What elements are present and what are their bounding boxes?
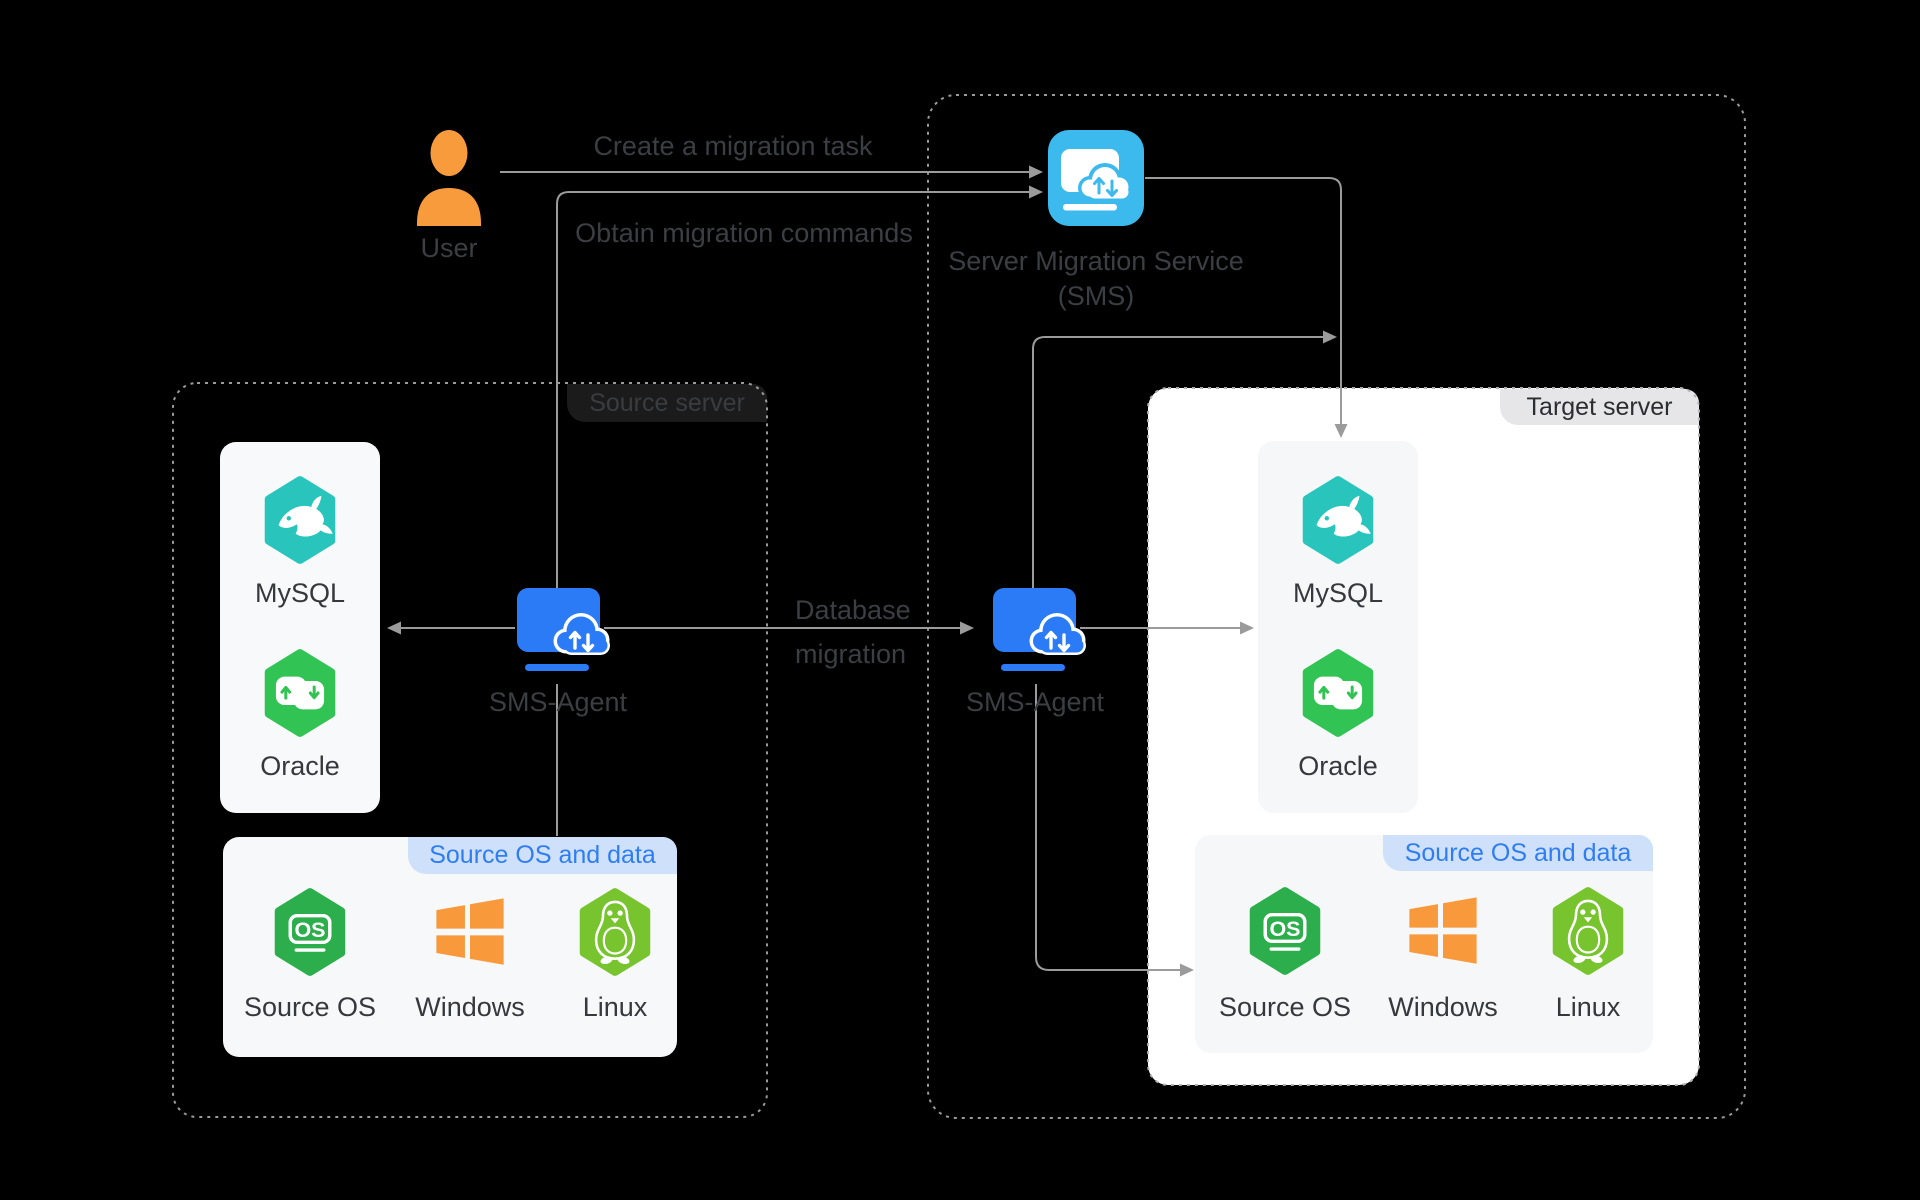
- source-linux-label: Linux: [582, 992, 648, 1022]
- sms-service-label: Server Migration Service (SMS): [896, 244, 1296, 314]
- source-sms-agent-icon: [514, 586, 618, 682]
- target-mysql-icon: [1295, 472, 1381, 568]
- target-linux-label: Linux: [1555, 992, 1621, 1022]
- database-migration-line1: Database: [795, 595, 911, 625]
- source-oracle-icon: [257, 645, 343, 741]
- user-label: User: [420, 233, 478, 263]
- sms-service-label-line2: (SMS): [1057, 281, 1135, 311]
- target-linux-icon: [1545, 883, 1631, 979]
- target-server-tag: Target server: [1500, 389, 1699, 425]
- database-migration-label: Database migration: [795, 588, 1015, 676]
- source-os-label: Source OS: [243, 992, 377, 1022]
- target-sms-agent-label: SMS-Agent: [965, 687, 1105, 717]
- source-mysql-label: MySQL: [254, 578, 346, 608]
- create-task-label: Create a migration task: [593, 131, 873, 161]
- source-sms-agent-label: SMS-Agent: [488, 687, 628, 717]
- arrow-agent-to-source-db: [387, 621, 515, 635]
- target-oracle-icon: [1295, 645, 1381, 741]
- target-windows-icon: [1401, 889, 1485, 973]
- target-os-data-tag-label: Source OS and data: [1404, 838, 1632, 867]
- target-os-data-tag: Source OS and data: [1383, 835, 1653, 871]
- source-linux-icon: [572, 884, 658, 980]
- target-windows-label: Windows: [1388, 992, 1498, 1022]
- target-os-icon: [1242, 883, 1328, 979]
- sms-service-icon: [1048, 130, 1144, 226]
- source-windows-icon: [428, 890, 512, 974]
- source-os-icon: [267, 884, 353, 980]
- source-mysql-icon: [257, 472, 343, 568]
- database-migration-line2: migration: [795, 639, 907, 669]
- target-oracle-label: Oracle: [1298, 751, 1378, 781]
- sms-service-label-line1: Server Migration Service: [948, 246, 1244, 276]
- arrow-create-task: [500, 165, 1043, 179]
- target-mysql-label: MySQL: [1292, 578, 1384, 608]
- source-server-tag-label: Source server: [589, 388, 745, 417]
- source-windows-label: Windows: [415, 992, 525, 1022]
- source-os-data-tag: Source OS and data: [408, 837, 677, 874]
- source-server-tag: Source server: [567, 384, 767, 422]
- target-server-tag-label: Target server: [1526, 392, 1673, 421]
- source-oracle-label: Oracle: [260, 751, 340, 781]
- source-os-data-tag-label: Source OS and data: [429, 841, 656, 869]
- target-os-label: Source OS: [1218, 992, 1352, 1022]
- user-icon: [411, 126, 487, 226]
